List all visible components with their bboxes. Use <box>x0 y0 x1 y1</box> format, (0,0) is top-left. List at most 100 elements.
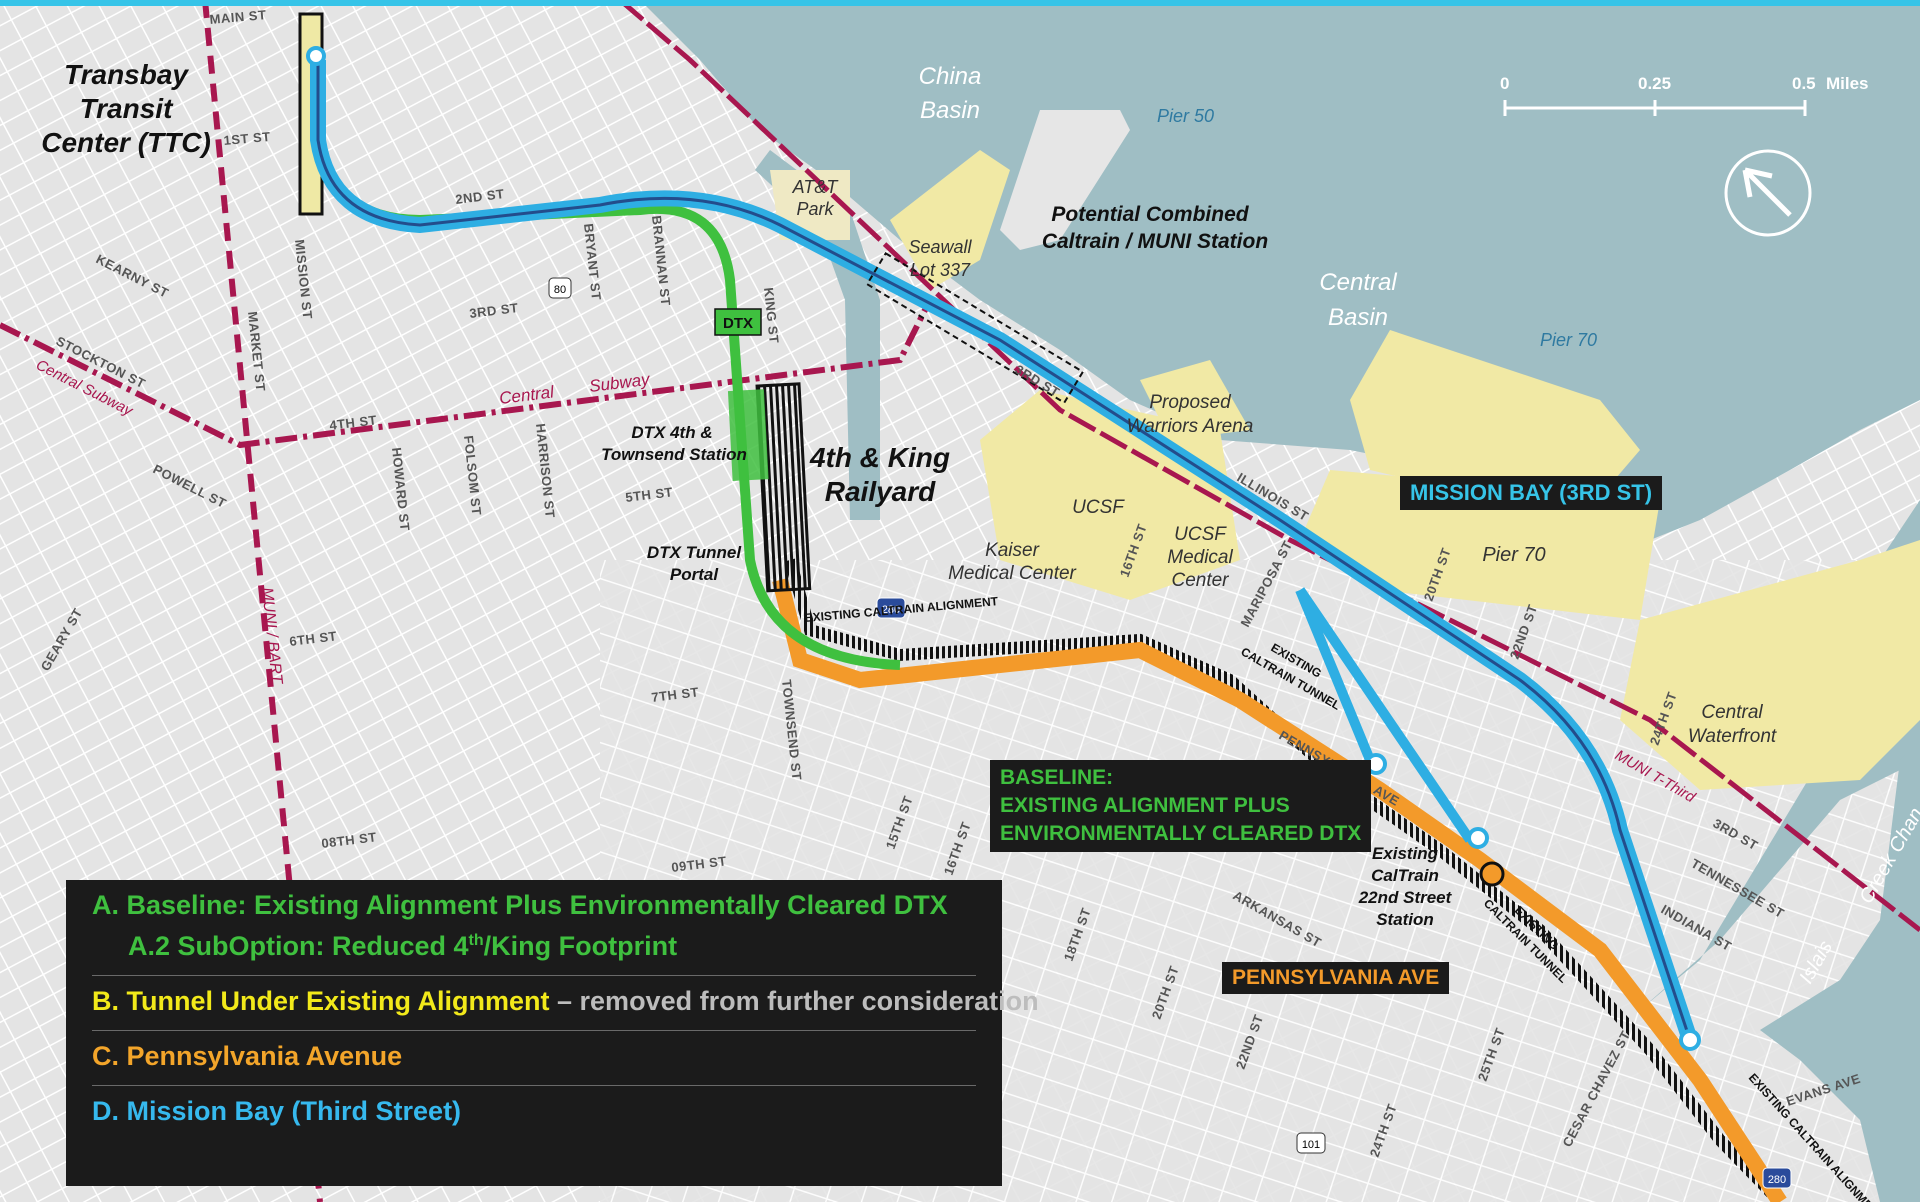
legend-row-b: B. Tunnel Under Existing Alignment – rem… <box>92 976 1039 1031</box>
pennsylvania-alignment <box>772 578 1787 1202</box>
muni-bart-line <box>202 0 323 1202</box>
pier-50-label: Pier 50 <box>1157 106 1214 126</box>
central-subway-line <box>0 298 933 449</box>
pennsylvania-tag: PENNSYLVANIA AVE <box>1222 962 1450 994</box>
pier-70-land-label: Pier 70 <box>1482 544 1545 566</box>
ucsf-mc-l3: Center <box>1171 570 1229 591</box>
warriors-l1: Proposed <box>1149 392 1232 413</box>
southern-station <box>1679 1029 1701 1051</box>
creek-water <box>1760 740 1920 1202</box>
street-8th: 08TH ST <box>321 829 378 851</box>
baseline-tag: BASELINE: EXISTING ALIGNMENT PLUS ENVIRO… <box>990 760 1372 852</box>
scale-bar <box>1503 100 1807 116</box>
top-accent-bar <box>0 0 1920 6</box>
scale-025: 0.25 <box>1638 74 1672 93</box>
legend-a-label: A. Baseline: Existing Alignment Plus Env… <box>92 890 948 920</box>
street-king: KING ST <box>761 287 782 344</box>
pier-50 <box>1000 110 1130 250</box>
central-basin-l1: Central <box>1319 269 1397 296</box>
seawall-l2: Lot 337 <box>910 260 971 280</box>
dtx-badge <box>714 308 762 336</box>
i280-shield-icon-b: 280 <box>1762 1167 1792 1189</box>
seawall-lot <box>890 150 1010 290</box>
pier-piers-70 <box>1350 330 1640 520</box>
existing-22nd-l1: Existing <box>1372 844 1439 863</box>
ttc-label-l3: Center (TTC) <box>41 127 211 158</box>
street-1st: 1ST ST <box>223 129 271 148</box>
att-park-l1: AT&T <box>792 177 840 197</box>
ttc-station <box>306 46 326 66</box>
baseline-tag-l3: ENVIRONMENTALLY CLEARED DTX <box>1000 822 1362 845</box>
ucsf-mc-l1: UCSF <box>1174 524 1227 545</box>
channel-water <box>755 150 880 520</box>
railyard <box>755 382 812 593</box>
svg-text:80: 80 <box>554 284 566 296</box>
ttc-label-l2: Transit <box>80 93 175 124</box>
scale-unit: Miles <box>1826 74 1869 93</box>
dtx-station-l2: Townsend Station <box>601 445 747 464</box>
baseline-tag-l2: EXISTING ALIGNMENT PLUS <box>1000 794 1290 817</box>
warriors-l2: Warriors Arena <box>1127 416 1254 437</box>
combined-station-box <box>865 251 1085 405</box>
warriors-arena <box>1140 360 1250 440</box>
street-main: MAIN ST <box>209 7 267 27</box>
svg-text:101: 101 <box>1302 1139 1320 1151</box>
china-basin-l1: China <box>919 63 982 90</box>
north-arrow-icon <box>1724 149 1812 237</box>
kaiser-l1: Kaiser <box>985 540 1040 561</box>
mission-bay-inner <box>316 60 1692 1041</box>
railyard-label-l1: 4th & King <box>809 442 950 473</box>
tunnel-portal-l1: DTX Tunnel <box>647 543 742 562</box>
street-3rd: 3RD ST <box>469 300 520 321</box>
scale-05: 0.5 <box>1792 74 1816 93</box>
mission-bay-station-b <box>1467 827 1489 849</box>
tunnel-portal-l2: Portal <box>670 565 719 584</box>
central-basin-l2: Basin <box>1328 304 1388 331</box>
street-7th: 7TH ST <box>651 684 700 705</box>
svg-text:280: 280 <box>1768 1174 1786 1186</box>
dtx-badge-label: DTX <box>723 315 753 332</box>
railyard-label-l2: Railyard <box>825 476 936 507</box>
street-9th: 09TH ST <box>671 853 728 875</box>
ucsf-area <box>980 390 1240 600</box>
central-waterfront <box>1620 540 1920 790</box>
central-waterfront-l2: Waterfront <box>1688 726 1777 747</box>
seawall-l1: Seawall <box>908 237 972 257</box>
combined-station-l2: Caltrain / MUNI Station <box>1042 230 1268 253</box>
street-6th: 6TH ST <box>289 628 338 649</box>
existing-22nd-station <box>1479 861 1505 887</box>
ucsf-mc-l2: Medical <box>1167 547 1233 568</box>
north-arrow-pointer <box>1742 167 1792 217</box>
us101-shield-icon: 101 <box>1296 1132 1326 1154</box>
existing-22nd-l2: CalTrain <box>1371 866 1439 885</box>
legend-row-c: C. Pennsylvania Avenue <box>92 1031 976 1086</box>
legend-panel: A. Baseline: Existing Alignment Plus Env… <box>66 880 1039 1186</box>
muni-third-line <box>618 0 1920 932</box>
i80-shield-icon: 80 <box>548 277 572 299</box>
legend-b-label: B. Tunnel Under Existing Alignment <box>92 986 550 1016</box>
central-waterfront-l1: Central <box>1701 702 1763 723</box>
kaiser-l2: Medical Center <box>948 563 1076 584</box>
mission-bay-tag: MISSION BAY (3RD ST) <box>1400 476 1663 510</box>
china-basin-l2: Basin <box>920 97 980 124</box>
i280-shield-icon-a: 280 <box>876 597 906 619</box>
ucsf-label: UCSF <box>1072 497 1125 518</box>
dtx-4th-townsend-station <box>727 389 769 481</box>
ttc-label-l1: Transbay <box>64 59 189 90</box>
att-park-l2: Park <box>796 199 834 219</box>
street-2nd: 2ND ST <box>455 186 506 207</box>
pier-70-water-label: Pier 70 <box>1540 330 1597 350</box>
existing-22nd-l4: Station <box>1376 910 1434 929</box>
svg-text:280: 280 <box>882 604 900 616</box>
street-4th: 4TH ST <box>329 412 378 433</box>
baseline-tag-l1: BASELINE: <box>1000 766 1114 789</box>
dtx-station-l1: DTX 4th & <box>631 423 712 442</box>
street-5th: 5TH ST <box>625 484 674 505</box>
legend-row-d: D. Mission Bay (Third Street) <box>92 1096 462 1126</box>
mission-bay-branch <box>1295 587 1475 843</box>
scale-0: 0 <box>1500 74 1510 93</box>
legend-b-note: – removed from further consideration <box>549 986 1039 1016</box>
legend-a2-label: A.2 SubOption: Reduced 4th/King Footprin… <box>128 931 678 961</box>
existing-22nd-l3: 22nd Street <box>1358 888 1453 907</box>
